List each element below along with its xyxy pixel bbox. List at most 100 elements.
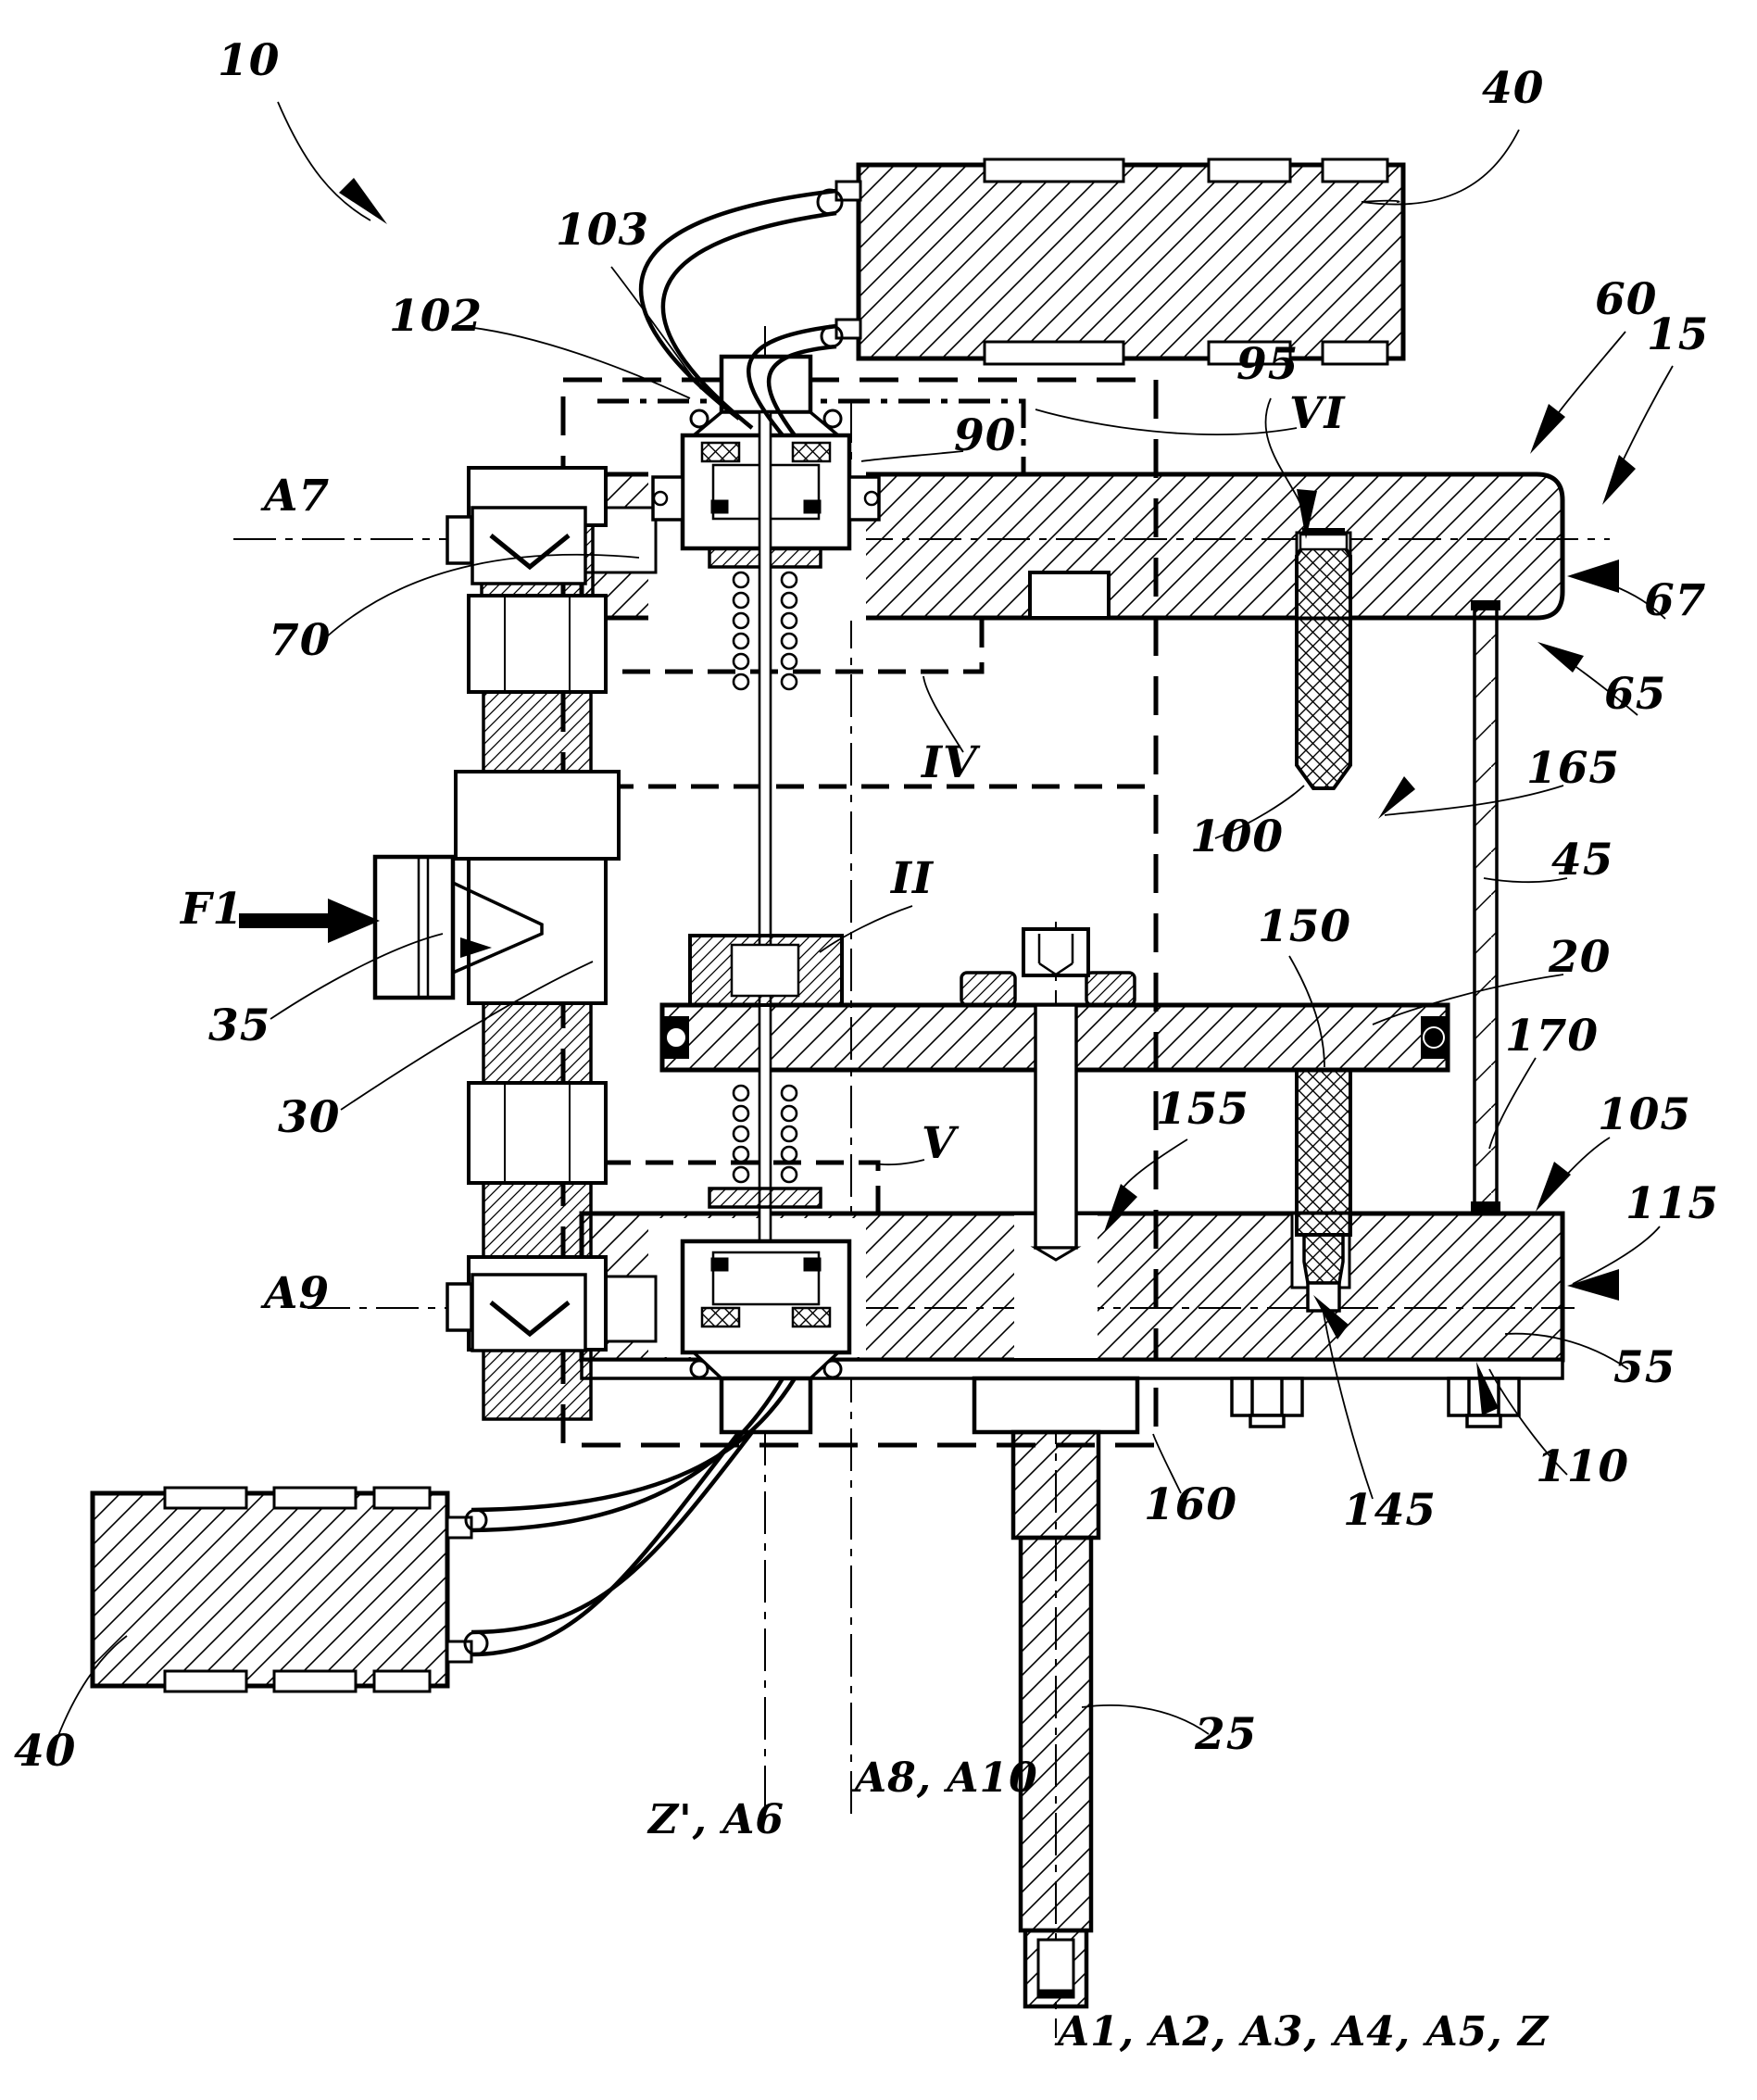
clamp-loop	[689, 409, 709, 429]
ref-label-IV: IV	[922, 737, 978, 788]
leader-10	[277, 101, 371, 221]
ref-label-65: 65	[1604, 669, 1667, 720]
leader-IV	[922, 675, 964, 753]
arrow-115	[1567, 1269, 1619, 1301]
ref-label-VI: VI	[1289, 388, 1346, 439]
ref-label-15: 15	[1647, 309, 1710, 360]
arrow-95	[1297, 489, 1317, 539]
ref-label-axes-bottom: A1, A2, A3, A4, A5, Z	[1058, 2008, 1550, 2056]
ref-label-103: 103	[556, 205, 650, 256]
leader-55	[1504, 1332, 1629, 1370]
pin-150-145	[1295, 1068, 1352, 1313]
leader-25	[1081, 1704, 1210, 1735]
leader-102	[458, 325, 691, 399]
bolt-shank	[1034, 1003, 1078, 1250]
valve-assembly	[651, 354, 881, 1435]
ref-label-25: 25	[1195, 1709, 1258, 1760]
upper-cap	[719, 354, 813, 415]
ref-label-V: V	[922, 1118, 957, 1169]
lower-seat-disc	[708, 1187, 822, 1209]
leader-115	[1572, 1226, 1661, 1285]
lower-cap	[719, 1376, 813, 1435]
hose-upper-inner	[747, 323, 837, 437]
leader-35	[270, 933, 444, 1020]
arrow-165	[1378, 776, 1415, 819]
leader-40-top	[1361, 129, 1520, 206]
tie-bar-45	[1471, 600, 1500, 1213]
check-valve-A9	[446, 1273, 587, 1352]
leader-65	[1544, 646, 1638, 716]
leader-30	[340, 961, 594, 1111]
ref-label-A9: A9	[264, 1268, 331, 1319]
hose-clamp	[463, 1630, 489, 1656]
ref-label-115: 115	[1625, 1178, 1720, 1229]
oring-right	[1421, 1016, 1447, 1059]
ref-label-170: 170	[1505, 1011, 1600, 1062]
arrow-145	[1313, 1295, 1349, 1339]
ref-label-55: 55	[1613, 1342, 1676, 1393]
leader-155	[1120, 1138, 1188, 1192]
bolts-110	[1230, 1377, 1521, 1428]
lower-bonnet	[680, 1239, 852, 1355]
ref-label-35: 35	[208, 1000, 271, 1051]
spring-lower	[732, 1084, 798, 1184]
hose-clamp	[820, 324, 844, 348]
clamp-loop	[689, 1359, 709, 1379]
manifold-block-top	[835, 157, 1406, 366]
leader-90	[860, 450, 964, 462]
ref-label-20: 20	[1549, 932, 1612, 983]
arrow-110	[1476, 1362, 1499, 1415]
arrow-10	[339, 178, 387, 224]
ref-label-40-top: 40	[1482, 63, 1545, 114]
shaft-seg-2	[1018, 1535, 1094, 1933]
leader-110	[1488, 1368, 1568, 1476]
leader-67	[1574, 575, 1666, 620]
leader-60	[1537, 331, 1626, 444]
ref-label-10: 10	[218, 35, 281, 86]
oring-left	[663, 1016, 689, 1059]
section-line-V	[563, 1160, 881, 1213]
hoses	[463, 188, 844, 1657]
plate-boss	[1028, 571, 1111, 620]
clamp-loop	[822, 409, 843, 429]
shaft-seg-1	[1010, 1429, 1101, 1540]
check-valve-A7	[446, 506, 587, 585]
leader-103	[610, 266, 702, 390]
ref-label-165: 165	[1526, 743, 1621, 794]
ref-label-90: 90	[954, 410, 1017, 461]
hose-clamp	[816, 188, 844, 216]
leader-100	[1214, 785, 1305, 839]
leader-145	[1322, 1307, 1374, 1500]
pin-95-100	[1295, 528, 1352, 790]
ref-label-A8-A10: A8, A10	[855, 1754, 1038, 1802]
ref-label-150: 150	[1258, 901, 1352, 952]
ref-label-102: 102	[389, 291, 483, 342]
ref-label-155: 155	[1156, 1084, 1250, 1135]
ref-label-110: 110	[1536, 1441, 1630, 1492]
leader-95	[1264, 397, 1307, 520]
ref-label-160: 160	[1144, 1479, 1238, 1530]
ref-label-40-bottom: 40	[14, 1726, 77, 1777]
leader-VI	[1035, 409, 1298, 435]
spring-upper	[732, 571, 798, 691]
leader-15	[1607, 365, 1674, 494]
ref-label-70: 70	[269, 615, 332, 666]
ref-label-45: 45	[1551, 835, 1614, 886]
F1-force-arrow	[239, 899, 380, 943]
ref-label-F1: F1	[181, 884, 245, 935]
leader-20	[1372, 974, 1564, 1025]
section-line-IV	[563, 620, 985, 674]
ref-label-II: II	[891, 853, 934, 904]
leader-170	[1488, 1057, 1537, 1150]
ref-label-Z-A6: Z', A6	[648, 1796, 784, 1843]
hose-clamp	[464, 1508, 488, 1532]
leader-105	[1538, 1137, 1611, 1207]
leader-lines	[56, 101, 1674, 1739]
gland-nut	[972, 1376, 1140, 1435]
ref-label-100: 100	[1190, 811, 1285, 862]
washer	[1085, 971, 1136, 1007]
hose-lower-inner	[471, 1377, 784, 1533]
leader-40-bottom	[56, 1635, 128, 1739]
flow-arrowhead	[460, 937, 492, 958]
